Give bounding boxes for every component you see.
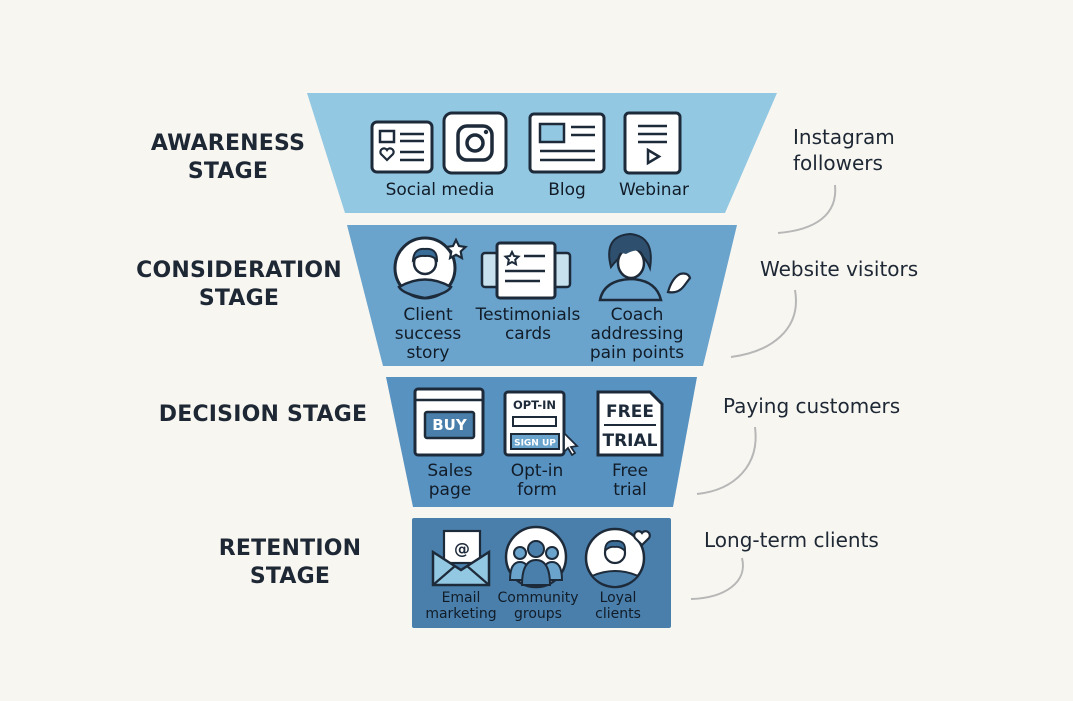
- caption-sales-page: Sales page: [427, 461, 473, 500]
- free-text: FREE: [606, 402, 654, 422]
- client-success-icon: [393, 236, 468, 300]
- sales-page-icon: BUY: [413, 387, 485, 457]
- caption-community-groups: Community groups: [497, 590, 579, 622]
- testimonial-cards-icon: [480, 241, 572, 300]
- svg-text:@: @: [454, 539, 470, 558]
- caption-blog: Blog: [548, 180, 586, 200]
- free-trial-icon: FREE TRIAL: [596, 390, 664, 457]
- metric-consideration: Website visitors: [760, 257, 919, 281]
- caption-client-success-story: Client success story: [394, 305, 462, 363]
- opt-in-heading-text: OPT-IN: [513, 398, 556, 412]
- stage-label-decision: DECISION STAGE: [158, 402, 368, 427]
- caption-free-trial: Free trial: [611, 461, 649, 500]
- buy-button-text: BUY: [432, 416, 468, 434]
- stage-label-retention: RETENTION STAGE: [218, 536, 362, 589]
- metric-awareness: Instagram followers: [793, 125, 895, 175]
- community-groups-icon: [504, 525, 568, 589]
- connector-line-retention: [690, 557, 744, 600]
- caption-social-media: Social media: [385, 180, 495, 200]
- instagram-icon: [442, 111, 508, 175]
- caption-email-marketing: Email marketing: [425, 590, 497, 622]
- connector-line-decision: [696, 426, 757, 495]
- caption-loyal-clients: Loyal clients: [595, 590, 641, 622]
- coach-icon: [598, 232, 692, 302]
- caption-webinar: Webinar: [619, 180, 689, 200]
- caption-testimonials-cards: Testimonials cards: [475, 305, 581, 344]
- webinar-icon: [623, 111, 682, 175]
- trial-text: TRIAL: [602, 431, 657, 451]
- connector-line-consideration: [730, 289, 797, 358]
- metric-decision: Paying customers: [723, 394, 901, 418]
- email-marketing-icon: @: [431, 529, 491, 587]
- connector-line-awareness: [777, 184, 837, 234]
- caption-opt-in-form: Opt-in form: [510, 461, 564, 500]
- sign-up-button-text: SIGN UP: [514, 439, 556, 449]
- caption-coach: Coach addressing pain points: [589, 305, 685, 363]
- stage-label-consideration: CONSIDERATION STAGE: [136, 258, 342, 311]
- metric-retention: Long-term clients: [704, 528, 879, 552]
- loyal-clients-icon: [584, 527, 651, 589]
- blog-icon: [528, 112, 606, 174]
- opt-in-form-icon: OPT-IN SIGN UP: [503, 390, 579, 457]
- stage-label-awareness: AWARENESS STAGE: [150, 131, 306, 184]
- social-media-icon: [370, 120, 434, 174]
